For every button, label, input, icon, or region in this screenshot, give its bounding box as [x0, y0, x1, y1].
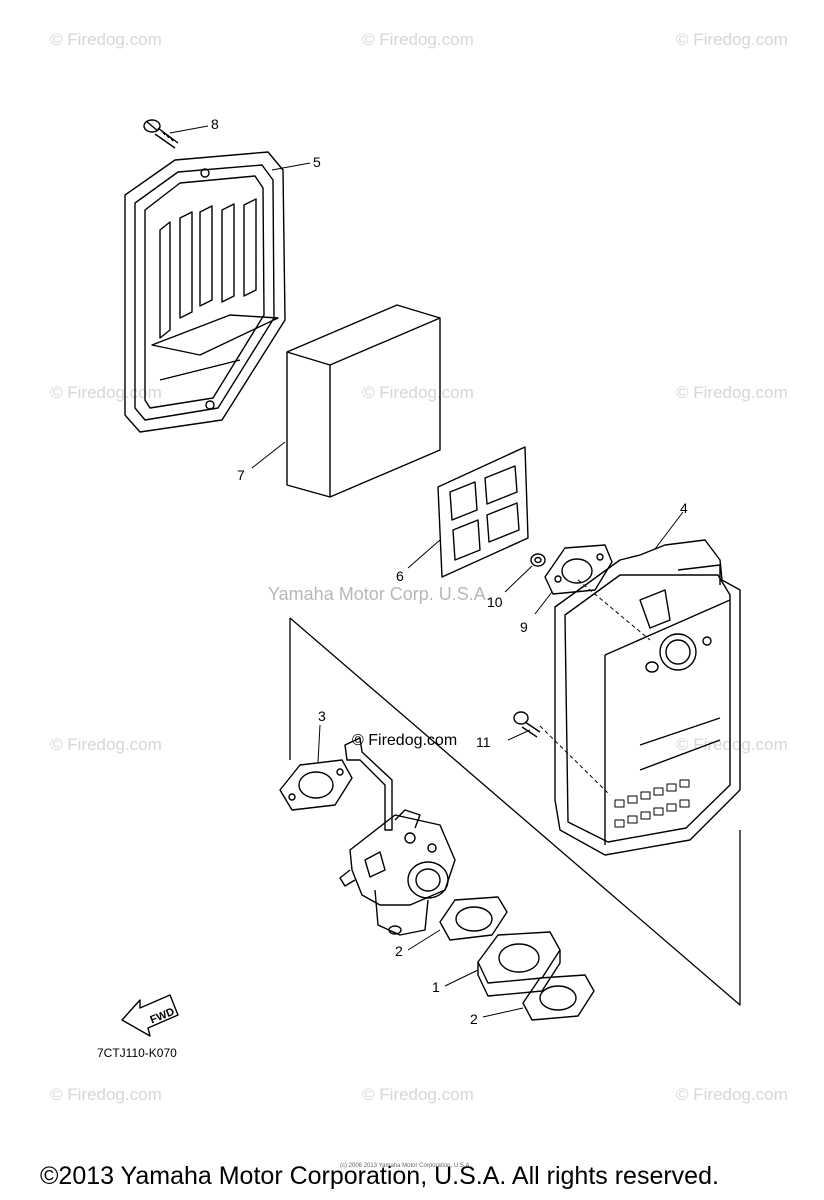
part-9-gasket	[544, 544, 613, 595]
watermark: © Firedog.com	[676, 735, 788, 754]
part-8-bolt	[143, 119, 179, 149]
watermark: © Firedog.com	[50, 30, 162, 49]
watermark: © Firedog.com	[50, 1085, 162, 1104]
callout-3: 3	[318, 708, 326, 724]
part-11-bolt	[513, 711, 541, 738]
watermark: © Firedog.com	[362, 1085, 474, 1104]
part-3-gasket	[279, 759, 353, 811]
carburetor-assembly	[339, 737, 456, 936]
callout-9: 9	[520, 619, 528, 635]
callout-10: 10	[487, 594, 503, 610]
watermark: © Firedog.com	[676, 1085, 788, 1104]
part-2-gasket-upper	[439, 896, 508, 941]
callout-8: 8	[211, 116, 219, 132]
callout-7: 7	[237, 467, 245, 483]
watermark: © Firedog.com	[352, 732, 458, 749]
callout-2-lower: 2	[470, 1011, 478, 1027]
watermark: © Firedog.com	[676, 383, 788, 402]
part-2-gasket-lower	[522, 974, 595, 1021]
watermark: © Firedog.com	[50, 383, 162, 402]
watermark: © Firedog.com	[50, 735, 162, 754]
watermark: © Firedog.com	[362, 383, 474, 402]
callout-2-upper: 2	[395, 943, 403, 959]
corp-watermark: Yamaha Motor Corp. U.S.A.	[268, 584, 491, 604]
fwd-label: FWD	[148, 1006, 176, 1027]
callout-1: 1	[432, 979, 440, 995]
part-4-air-cleaner-case	[554, 539, 741, 856]
fwd-arrow-icon	[121, 994, 179, 1037]
watermark: © Firedog.com	[676, 30, 788, 49]
part-10-nut	[530, 553, 546, 567]
callout-11: 11	[476, 734, 491, 750]
part-7-filter-element	[286, 304, 441, 498]
footer-copyright: ©2013 Yamaha Motor Corporation, U.S.A. A…	[40, 1162, 719, 1190]
callout-4: 4	[680, 500, 688, 516]
watermark: © Firedog.com	[362, 30, 474, 49]
diagram-code: 7CTJ110-K070	[97, 1046, 177, 1060]
part-1-insulator	[477, 931, 561, 997]
part-5-air-cleaner-cover	[124, 151, 286, 433]
callout-5: 5	[313, 154, 321, 170]
footer-small-copyright: (c) 2006 2013 Yamaha Motor Corporation, …	[340, 1163, 472, 1169]
part-6-gasket	[437, 446, 529, 578]
callout-6: 6	[396, 568, 404, 584]
